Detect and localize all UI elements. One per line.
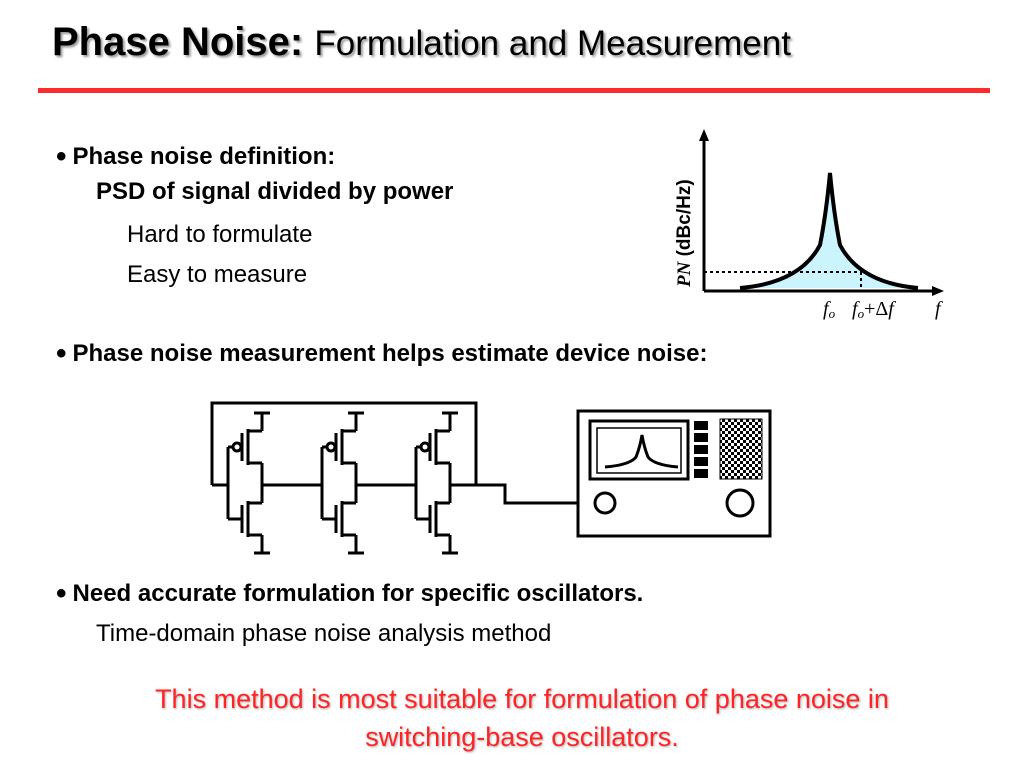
bullet-1-heading: Phase noise definition: <box>72 143 336 170</box>
inverter-3 <box>414 411 460 555</box>
measurement-diagram <box>210 401 772 555</box>
bullet-2-dot: • <box>56 337 67 370</box>
y-axis-label-pn: PN <box>674 260 695 288</box>
x-label-fo: fo <box>823 298 836 321</box>
bullet-2-heading: Phase noise measurement helps estimate d… <box>72 340 708 367</box>
x-axis-arrow-icon <box>932 286 944 296</box>
bullet-1: •Phase noise definition: <box>56 138 336 173</box>
x-label-offset: fo+Δf <box>852 298 896 321</box>
y-axis-label: PN (dBc/Hz) <box>674 179 695 288</box>
x-label-offset-f2: f <box>888 298 896 320</box>
x-label-offset-delta: Δ <box>875 298 888 320</box>
analyzer-knob <box>725 488 755 518</box>
title-bold: Phase Noise: <box>52 20 304 64</box>
y-axis-arrow-icon <box>699 129 709 141</box>
conclusion-line-2: switching-base oscillators. <box>365 722 679 752</box>
x-label-offset-plus: + <box>864 298 875 320</box>
bullet-1-item-1: Hard to formulate <box>127 221 313 248</box>
y-axis-label-unit: (dBc/Hz) <box>674 179 695 261</box>
inverter-2 <box>320 411 366 555</box>
x-label-fo-sub: o <box>829 306 836 321</box>
psd-plot: PN (dBc/Hz) fo fo+Δf f <box>674 129 944 321</box>
analyzer-grille <box>719 418 763 480</box>
bullet-1-subheading: PSD of signal divided by power <box>96 178 454 205</box>
peak-fill <box>740 173 918 288</box>
slide-title: Phase Noise: Formulation and Measurement <box>52 20 791 65</box>
title-divider <box>38 88 990 93</box>
bullet-3: •Need accurate formulation for specific … <box>56 575 644 610</box>
analyzer-trace <box>604 434 679 469</box>
analyzer-buttons <box>694 421 708 478</box>
x-label-offset-sub: o <box>858 306 865 321</box>
feedback-wire <box>210 401 478 485</box>
bullet-1-item-2: Easy to measure <box>127 261 308 288</box>
conclusion-text: This method is most suitable for formula… <box>40 680 1004 756</box>
bullet-2: •Phase noise measurement helps estimate … <box>56 335 708 370</box>
x-label-offset-f: f <box>852 298 860 320</box>
phase-noise-curve <box>739 172 919 290</box>
input-connector <box>593 491 617 515</box>
bullet-1-dot: • <box>56 140 67 173</box>
x-label-fo-f: f <box>823 298 831 320</box>
title-rest: Formulation and Measurement <box>314 24 791 63</box>
output-wire <box>450 483 592 505</box>
x-axis-label: f <box>935 298 943 320</box>
bullet-3-item-1: Time-domain phase noise analysis method <box>96 620 552 647</box>
conclusion-line-1: This method is most suitable for formula… <box>155 684 889 714</box>
bullet-3-heading: Need accurate formulation for specific o… <box>72 580 644 607</box>
inverter-1 <box>226 411 272 555</box>
bullet-3-dot: • <box>56 577 67 610</box>
